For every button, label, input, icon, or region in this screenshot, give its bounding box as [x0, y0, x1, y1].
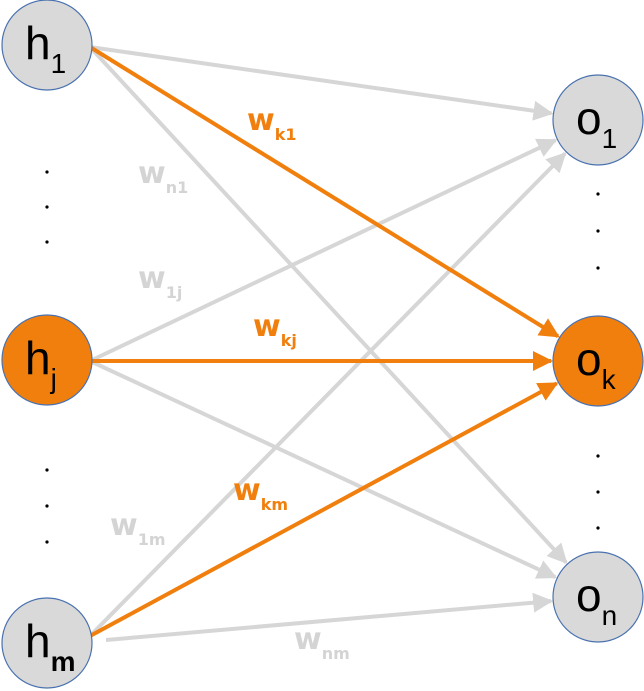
ellipsis-dot — [596, 266, 600, 270]
weight-label-wk1: wk1 — [247, 103, 297, 144]
edge-hj-on — [89, 359, 558, 580]
ellipsis-dot — [596, 526, 600, 530]
node-label: ok — [576, 333, 617, 395]
node-hj: hj — [1, 314, 93, 406]
node-label: on — [576, 569, 617, 631]
weight-label-wnm: wnm — [294, 622, 350, 663]
edge-h1-ok — [88, 45, 560, 338]
node-circle — [1, 0, 93, 91]
hidden-ellipsis-upper — [45, 170, 49, 244]
weight-label-wkj: wkj — [253, 309, 297, 350]
edge-hm-o1 — [88, 152, 567, 638]
ellipsis-dot — [45, 468, 49, 472]
weight-label-wkm: wkm — [233, 473, 288, 514]
ellipsis-dot — [596, 490, 600, 494]
node-label: hj — [25, 332, 57, 394]
node-ok: ok — [552, 315, 644, 407]
node-hm: hm — [1, 597, 93, 689]
edge-h1-o1 — [89, 45, 554, 121]
node-label: h1 — [25, 17, 66, 79]
ellipsis-dot — [45, 170, 49, 174]
edge-hj-o1 — [89, 138, 558, 363]
ellipsis-dot — [596, 229, 600, 233]
node-circle — [552, 551, 644, 643]
ellipsis-dot — [45, 504, 49, 508]
node-h1: h1 — [1, 0, 93, 91]
node-circle — [1, 314, 93, 406]
ellipsis-dot — [45, 205, 49, 209]
node-label: o1 — [576, 92, 617, 154]
ellipsis-dot — [45, 240, 49, 244]
edge-hm-on — [105, 592, 554, 642]
ellipsis-dot — [45, 540, 49, 544]
node-o1: o1 — [552, 74, 644, 166]
node-circle — [552, 315, 644, 407]
node-circle — [1, 597, 93, 689]
hidden-ellipsis-lower — [45, 468, 49, 544]
ellipsis-dot — [596, 192, 600, 196]
weight-label-w1m: w1m — [110, 508, 166, 549]
weight-label-wn1: wn1 — [138, 156, 188, 197]
edge-hm-ok — [89, 381, 559, 638]
node-circle — [552, 74, 644, 166]
node-on: on — [552, 551, 644, 643]
edges-layer — [88, 45, 568, 642]
ellipsis-dot — [596, 454, 600, 458]
weight-label-w1j: w1j — [138, 261, 182, 302]
edge-h1-on — [88, 45, 568, 564]
node-label: hm — [25, 615, 76, 677]
output-ellipsis-upper — [596, 192, 600, 270]
output-ellipsis-lower — [596, 454, 600, 530]
